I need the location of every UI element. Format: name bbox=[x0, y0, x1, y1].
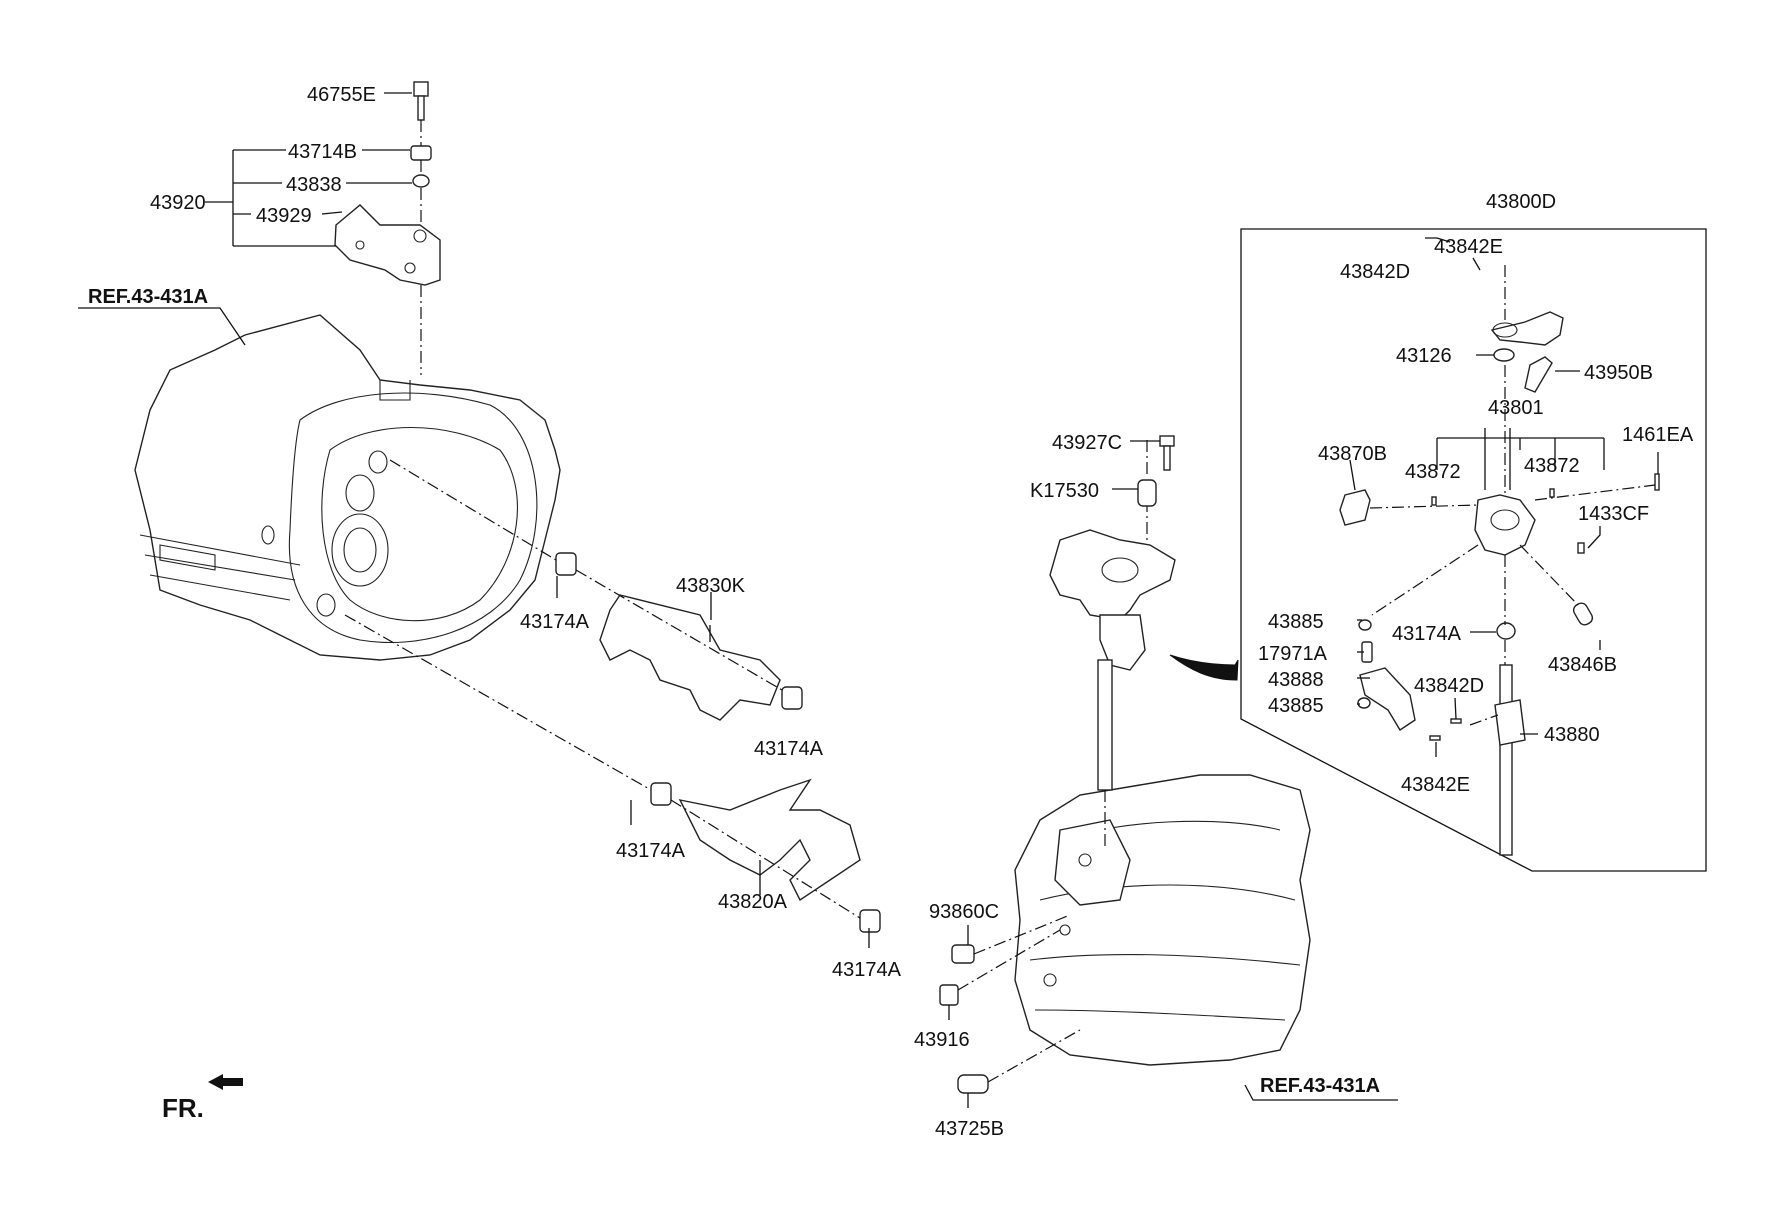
part-labels: 46755E 43714B 43838 43920 43929 REF.43-4… bbox=[88, 84, 1694, 1140]
label-1433CF: 1433CF bbox=[1578, 503, 1649, 525]
label-43842E-bottom: 43842E bbox=[1401, 774, 1470, 796]
label-43842D-bottom: 43842D bbox=[1414, 675, 1484, 697]
label-43830K: 43830K bbox=[676, 575, 746, 597]
label-43846B: 43846B bbox=[1548, 654, 1617, 676]
label-43126: 43126 bbox=[1396, 345, 1452, 367]
detail-box bbox=[1240, 228, 1707, 872]
label-43880: 43880 bbox=[1544, 724, 1600, 746]
label-43842E-top: 43842E bbox=[1434, 236, 1503, 258]
shift-control-tower bbox=[1049, 435, 1176, 850]
label-43838: 43838 bbox=[286, 174, 342, 196]
label-43916: 43916 bbox=[914, 1029, 970, 1051]
lower-fittings bbox=[939, 914, 1081, 1094]
label-ref-right: REF.43-431A bbox=[1260, 1075, 1380, 1097]
label-43174A-2: 43174A bbox=[754, 738, 824, 760]
label-43870B: 43870B bbox=[1318, 443, 1387, 465]
label-43885-1: 43885 bbox=[1268, 611, 1324, 633]
front-arrow-icon bbox=[208, 1074, 243, 1090]
label-43929: 43929 bbox=[256, 205, 312, 227]
label-K17530: K17530 bbox=[1030, 480, 1099, 502]
label-43927C: 43927C bbox=[1052, 432, 1122, 454]
label-43174A-4: 43174A bbox=[832, 959, 902, 981]
right-transaxle-case bbox=[1014, 774, 1311, 1066]
label-43888: 43888 bbox=[1268, 669, 1324, 691]
left-transaxle-case bbox=[134, 314, 561, 661]
label-43950B: 43950B bbox=[1584, 362, 1653, 384]
shift-fork-upper bbox=[555, 552, 803, 721]
label-1461EA: 1461EA bbox=[1622, 424, 1694, 446]
label-43885-2: 43885 bbox=[1268, 695, 1324, 717]
label-17971A: 17971A bbox=[1258, 643, 1328, 665]
label-43872-right: 43872 bbox=[1524, 455, 1580, 477]
detail-arrow bbox=[1169, 654, 1239, 681]
label-ref-left: REF.43-431A bbox=[88, 286, 208, 308]
label-43820A: 43820A bbox=[718, 891, 788, 913]
label-43842D-top: 43842D bbox=[1340, 261, 1410, 283]
label-43801: 43801 bbox=[1488, 397, 1544, 419]
label-43174A-5: 43174A bbox=[1392, 623, 1462, 645]
shift-fork-lower bbox=[650, 778, 881, 933]
label-fr: FR. bbox=[162, 1093, 204, 1123]
label-43872-left: 43872 bbox=[1405, 461, 1461, 483]
label-43725B: 43725B bbox=[935, 1118, 1004, 1140]
label-46755E: 46755E bbox=[307, 84, 376, 106]
label-43714B: 43714B bbox=[288, 141, 357, 163]
bracket-assembly bbox=[334, 81, 441, 375]
label-43920: 43920 bbox=[150, 192, 206, 214]
detail-parts bbox=[1339, 265, 1660, 856]
label-43174A-1: 43174A bbox=[520, 611, 590, 633]
leader-lines bbox=[78, 92, 1659, 1108]
label-43800D: 43800D bbox=[1486, 191, 1556, 213]
label-93860C: 93860C bbox=[929, 901, 999, 923]
label-43174A-3: 43174A bbox=[616, 840, 686, 862]
